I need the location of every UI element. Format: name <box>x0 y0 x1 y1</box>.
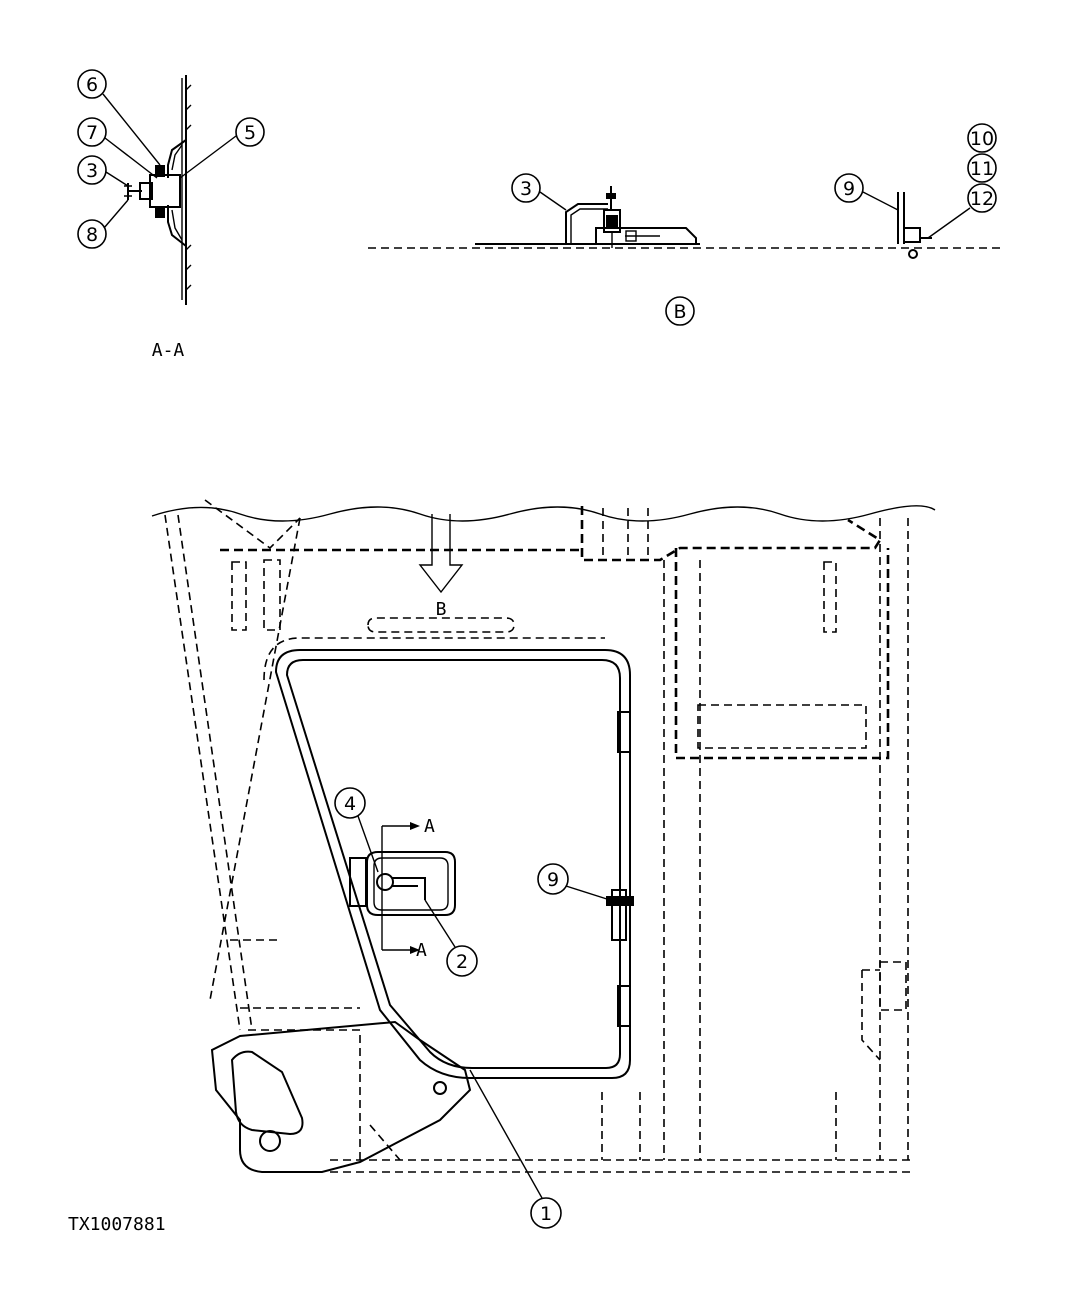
callout-circle <box>77 69 107 99</box>
callout-2: 2 <box>456 951 468 973</box>
callout-7: 7 <box>86 122 98 144</box>
callout-circle <box>77 117 107 147</box>
callout-circle <box>511 173 541 203</box>
view-b-callouts: 3 9 10 11 12 B <box>511 123 997 326</box>
callout-9: 9 <box>547 869 559 891</box>
section-arrow-a-bottom: A <box>416 940 427 961</box>
callout-circle <box>77 219 107 249</box>
callout-3-b: 3 <box>520 178 532 200</box>
callout-circle <box>967 183 997 213</box>
drawing-id: TX1007881 <box>68 1214 166 1235</box>
arrow-b-label: B <box>436 599 447 620</box>
main-view: B A A <box>151 499 936 1173</box>
callout-11: 11 <box>970 158 994 180</box>
main-callouts: 4 2 9 1 <box>334 787 611 1229</box>
section-a-a-view <box>124 75 192 305</box>
callout-circle <box>235 117 265 147</box>
callout-3: 3 <box>86 160 98 182</box>
callout-8: 8 <box>86 224 98 246</box>
callout-circle <box>77 155 107 185</box>
callout-circle <box>530 1197 562 1229</box>
view-b <box>368 186 1000 259</box>
callout-10: 10 <box>970 128 994 150</box>
callout-circle <box>834 173 864 203</box>
callout-circle <box>537 863 569 895</box>
callout-circle <box>446 945 478 977</box>
callout-1: 1 <box>540 1203 552 1225</box>
callout-circle <box>334 787 366 819</box>
view-b-label: B <box>673 301 686 323</box>
callout-5: 5 <box>244 122 256 144</box>
section-label: A-A <box>152 340 185 361</box>
section-callouts: 6 7 3 8 5 A-A <box>77 69 265 361</box>
callout-9-b: 9 <box>843 178 855 200</box>
callout-circle <box>967 123 997 153</box>
callout-circle <box>967 153 997 183</box>
callout-12: 12 <box>970 188 994 210</box>
section-arrow-a-top: A <box>424 816 435 837</box>
callout-4: 4 <box>344 793 356 815</box>
callout-6: 6 <box>86 74 98 96</box>
callout-circle <box>665 296 695 326</box>
